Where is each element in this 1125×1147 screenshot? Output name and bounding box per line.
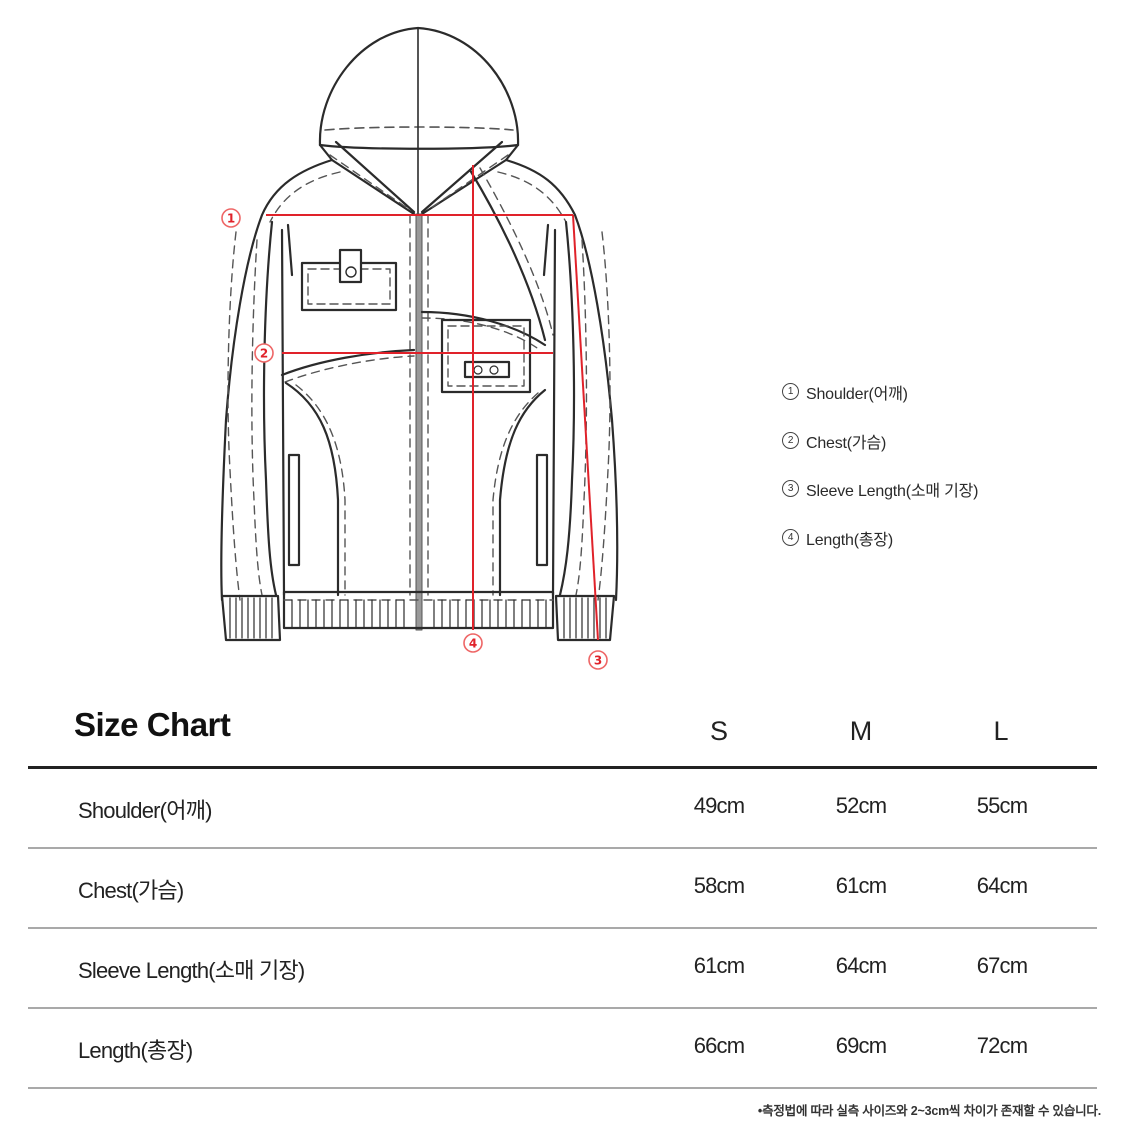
cell-m: 64cm [835,953,887,978]
measurement-legend: 1 Shoulder(어깨) 2 Chest(가슴) 3 Sleeve Leng… [782,380,978,574]
svg-text:3: 3 [594,654,602,668]
column-header-s: S [709,716,728,746]
legend-label: Chest(가슴) [806,434,887,452]
row-label: Shoulder(어깨) [78,798,212,823]
cell-m: 61cm [835,873,887,898]
legend-item-shoulder: 1 Shoulder(어깨) [782,380,978,429]
legend-item-length: 4 Length(총장) [782,526,978,575]
jacket-sketch-diagram: 1 2 4 3 [220,26,619,670]
svg-text:2: 2 [260,347,268,361]
circled-number-icon: 2 [782,431,799,449]
table-row-sleeve-length: Sleeve Length(소매 기장) 61cm 64cm 67cm [28,929,1097,1009]
legend-item-sleeve-length: 3 Sleeve Length(소매 기장) [782,477,978,526]
legend-label: Shoulder(어깨) [806,386,908,403]
cell-s: 61cm [693,953,745,978]
cell-l: 55cm [976,793,1028,818]
cell-l: 72cm [976,1033,1028,1058]
circled-number-icon: 1 [782,383,799,400]
table-header-divider [28,766,1097,769]
measurement-footnote: •측정법에 따라 실측 사이즈와 2~3cm씩 차이가 존재할 수 있습니다. [757,1104,1101,1118]
cell-s: 66cm [693,1033,745,1058]
size-chart-title: Size Chart [74,706,231,743]
row-label: Sleeve Length(소매 기장) [78,958,305,983]
circled-number-icon: 3 [782,480,799,497]
cell-l: 64cm [976,873,1028,898]
svg-text:4: 4 [469,637,477,651]
svg-text:1: 1 [227,212,235,226]
row-label: Length(총장) [78,1038,193,1063]
cell-l: 67cm [976,953,1028,978]
cell-s: 58cm [693,873,745,898]
marker-1-icon: 1 [221,208,241,228]
legend-label: Sleeve Length(소매 기장) [806,483,979,500]
marker-3-icon: 3 [588,650,608,670]
column-header-m: M [849,716,873,746]
legend-label: Length(총장) [806,531,894,549]
marker-2-icon: 2 [254,343,274,363]
table-row-length: Length(총장) 66cm 69cm 72cm [28,1009,1097,1089]
table-row-shoulder: Shoulder(어깨) 49cm 52cm 55cm [28,769,1097,849]
cell-m: 52cm [835,793,887,818]
table-row-chest: Chest(가슴) 58cm 61cm 64cm [28,849,1097,929]
column-header-l: L [993,716,1009,746]
marker-4-icon: 4 [463,633,483,653]
sleeve-measure-line [572,214,599,641]
row-label: Chest(가슴) [78,878,184,903]
cell-s: 49cm [693,793,745,818]
cell-m: 69cm [835,1033,887,1058]
legend-item-chest: 2 Chest(가슴) [782,429,978,478]
circled-number-icon: 4 [782,528,799,546]
